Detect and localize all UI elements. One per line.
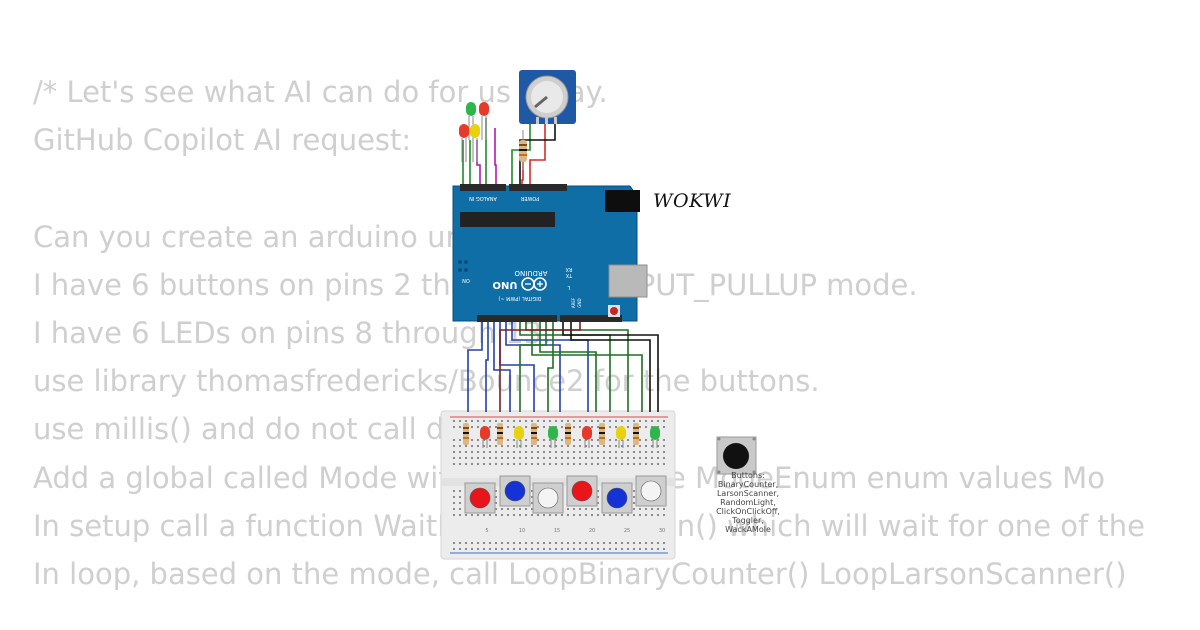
breadboard-components: [463, 423, 660, 448]
resistor-icon: [531, 423, 537, 445]
pushbutton-icon[interactable]: [566, 475, 598, 507]
resistor-icon: [565, 423, 571, 445]
pushbutton-icon[interactable]: [499, 475, 531, 507]
breadboard-buttons[interactable]: [464, 475, 667, 514]
led-icon: [616, 426, 626, 448]
resistor-icon: [463, 423, 469, 445]
board-analog-label: ANALOG IN: [469, 195, 497, 201]
column-number: 15: [554, 528, 560, 534]
board-digital-label: DIGITAL (PWM ~): [498, 295, 541, 301]
column-number: 20: [589, 528, 595, 534]
code-line: In loop, based on the mode, call LoopBin…: [33, 556, 1127, 591]
board-model-label: UNO: [493, 279, 518, 290]
board-gnd-label: GND: [577, 298, 582, 307]
board-l-label: L: [567, 284, 570, 290]
breadboard-column-numbers: 5 10 15 20 25 30: [485, 528, 665, 534]
code-line: /* Let's see what AI can do for us today…: [33, 75, 608, 109]
pushbutton-icon[interactable]: [635, 475, 667, 507]
mode-pushbutton[interactable]: [716, 436, 757, 475]
code-line: use library thomasfredericks/Bounce2 for…: [33, 364, 820, 399]
wokwi-logo: WOKWI: [653, 190, 732, 212]
column-number: 30: [659, 528, 665, 534]
led-icon: [514, 426, 524, 448]
potentiometer-icon[interactable]: [519, 70, 576, 124]
led-red-icon: [479, 102, 489, 140]
pushbutton-icon[interactable]: [464, 482, 496, 514]
led-icon: [548, 426, 558, 448]
mode-button-label: Buttons:BinaryCounter,LarsonScanner,Rand…: [716, 471, 780, 534]
led-icon: [582, 426, 592, 448]
board-brand-label: ARDUINO: [514, 269, 547, 277]
code-line: I have 6 LEDs on pins 8 through 13.: [33, 315, 552, 350]
resistor-icon: [599, 423, 605, 445]
board-on-label: ON: [462, 277, 470, 283]
top-leds: [459, 102, 489, 162]
resistor-icon: [497, 423, 503, 445]
led-red-icon: [459, 124, 469, 162]
resistor-icon: [519, 130, 527, 170]
code-line: GitHub Copilot AI request:: [33, 123, 412, 158]
board-aref-label: AREF: [571, 297, 576, 308]
column-number: 10: [519, 528, 525, 534]
led-yellow-icon: [470, 124, 480, 162]
led-icon: [480, 426, 490, 448]
board-power-label: POWER: [520, 195, 539, 201]
arduino-uno-board[interactable]: [452, 184, 648, 322]
column-number: 5: [485, 528, 488, 534]
led-icon: [650, 426, 660, 448]
pushbutton-icon[interactable]: [532, 482, 564, 514]
board-tx-label: TX: [565, 272, 573, 278]
column-number: 25: [624, 528, 630, 534]
board-rx-label: RX: [565, 266, 572, 272]
resistor-icon: [633, 423, 639, 445]
pushbutton-icon[interactable]: [601, 482, 633, 514]
